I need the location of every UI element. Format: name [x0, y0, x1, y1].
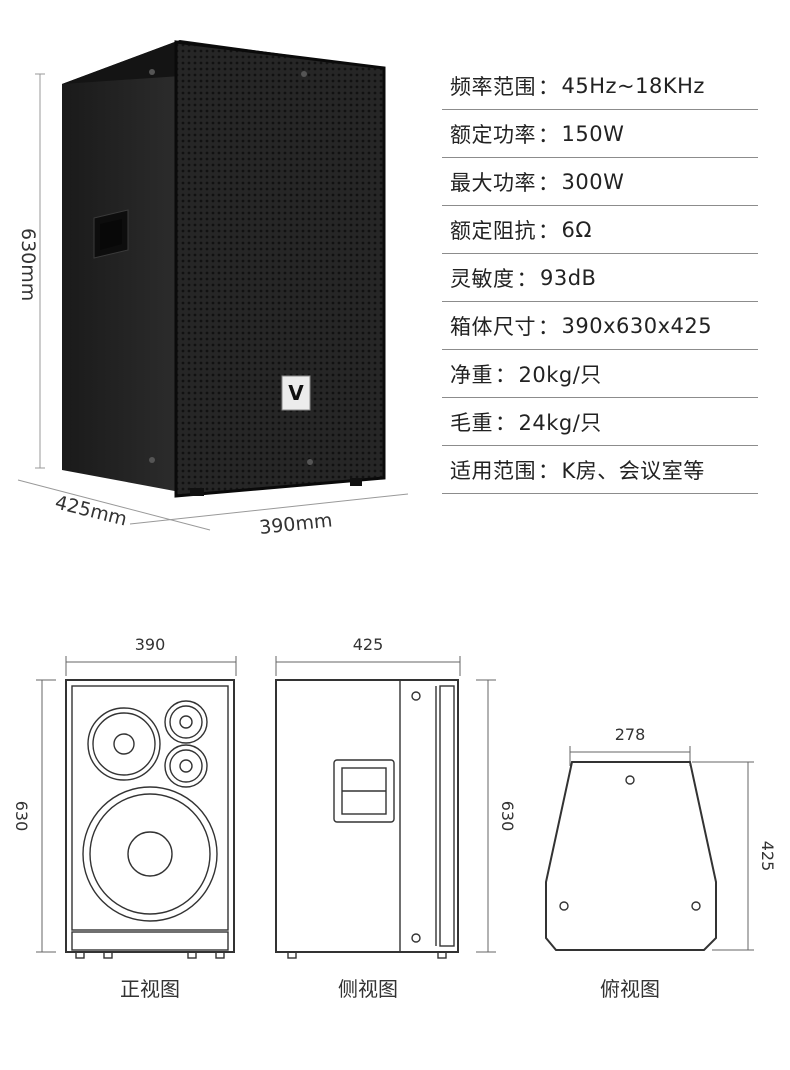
- spec-row-application: 适用范围：K房、会议室等: [442, 446, 758, 494]
- spec-value: 45Hz~18KHz: [561, 73, 705, 98]
- spec-value: 300W: [561, 169, 625, 194]
- front-height-label: 630: [12, 801, 31, 832]
- front-view: [36, 656, 237, 959]
- spec-label: 毛重: [450, 410, 493, 435]
- spec-value: 93dB: [540, 265, 597, 290]
- spec-label: 适用范围: [450, 458, 536, 483]
- brand-logo: V: [281, 375, 311, 411]
- spec-row-max-power: 最大功率：300W: [442, 158, 758, 206]
- front-view-caption: 正视图: [120, 977, 180, 1001]
- height-dimension-line: [35, 73, 45, 469]
- spec-row-sensitivity: 灵敏度：93dB: [442, 254, 758, 302]
- side-view: [275, 656, 496, 959]
- spec-value: 390x630x425: [561, 313, 713, 338]
- height-label: 630mm: [17, 228, 39, 301]
- cabinet-foot: [350, 478, 362, 486]
- screw-icon: [149, 69, 155, 75]
- spec-label: 箱体尺寸: [450, 314, 536, 339]
- spec-list: 频率范围：45Hz~18KHz 额定功率：150W 最大功率：300W 额定阻抗…: [442, 62, 758, 494]
- side-width-label: 425: [353, 635, 384, 654]
- brand-logo-text: V: [288, 381, 304, 405]
- spec-value: K房、会议室等: [561, 458, 705, 483]
- spec-label: 频率范围: [450, 74, 536, 99]
- spec-label: 净重: [450, 362, 493, 387]
- speaker-photo-figure: V 630mm 425mm 390mm: [17, 40, 409, 539]
- side-view-caption: 侧视图: [338, 977, 398, 1001]
- screw-icon: [307, 459, 313, 465]
- line-drawing-views: 390 630 425 630 278 425 正视图 侧视图 俯视图: [12, 635, 777, 1001]
- side-handle: [93, 209, 129, 259]
- top-view-caption: 俯视图: [600, 977, 660, 1001]
- spec-row-cabinet-size: 箱体尺寸：390x630x425: [442, 302, 758, 350]
- front-width-label: 390: [135, 635, 166, 654]
- top-view: [545, 746, 754, 951]
- spec-value: 150W: [561, 121, 625, 146]
- cabinet-side-face: [62, 40, 180, 492]
- spec-label: 最大功率: [450, 170, 536, 195]
- screw-icon: [149, 457, 155, 463]
- top-width-label: 278: [615, 725, 646, 744]
- spec-row-gross-weight: 毛重：24kg/只: [442, 398, 758, 446]
- spec-value: 24kg/只: [518, 410, 602, 435]
- top-depth-label: 425: [758, 841, 777, 872]
- side-height-label: 630: [498, 801, 517, 832]
- spec-label: 额定阻抗: [450, 218, 536, 243]
- front-grille: [174, 40, 386, 498]
- spec-label: 灵敏度: [450, 266, 515, 291]
- width-dimension-line: [129, 493, 409, 525]
- depth-label: 425mm: [53, 492, 129, 531]
- spec-row-rated-power: 额定功率：150W: [442, 110, 758, 158]
- spec-label: 额定功率: [450, 122, 536, 147]
- screw-icon: [301, 71, 307, 77]
- spec-row-impedance: 额定阻抗：6Ω: [442, 206, 758, 254]
- spec-row-net-weight: 净重：20kg/只: [442, 350, 758, 398]
- spec-value: 6Ω: [561, 217, 592, 242]
- spec-value: 20kg/只: [518, 362, 602, 387]
- width-label: 390mm: [258, 509, 333, 539]
- spec-row-frequency: 频率范围：45Hz~18KHz: [442, 62, 758, 110]
- depth-dimension-line: [17, 479, 211, 531]
- cabinet-foot: [190, 488, 204, 496]
